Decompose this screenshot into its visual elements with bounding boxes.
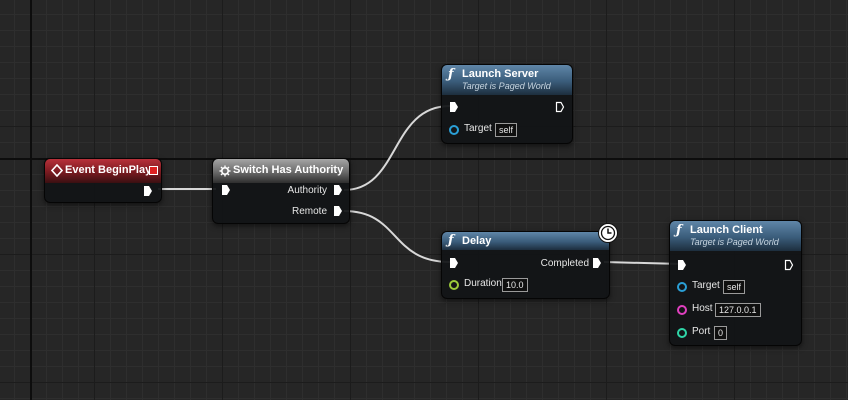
exec-out-authority-pin[interactable]: [333, 184, 343, 196]
port-int-pin[interactable]: [677, 328, 687, 338]
node-header: ƒ Launch Server Target is Paged World: [442, 65, 572, 95]
exec-in-pin[interactable]: [449, 257, 459, 269]
node-launch-server[interactable]: ƒ Launch Server Target is Paged World Ta…: [441, 64, 573, 144]
pin-label-port: Port: [692, 326, 711, 337]
host-value-field[interactable]: 127.0.0.1: [715, 303, 761, 317]
function-icon: ƒ: [448, 67, 454, 82]
pin-label-duration: Duration: [464, 278, 502, 289]
exec-out-remote-pin[interactable]: [333, 205, 343, 217]
target-object-pin[interactable]: [449, 125, 459, 135]
pin-label-authority: Authority: [287, 185, 327, 196]
gear-icon: [219, 165, 231, 177]
node-subtitle: Target is Paged World: [690, 237, 779, 247]
pin-label-target: Target: [692, 280, 720, 291]
node-event-begin-play[interactable]: Event BeginPlay: [44, 158, 162, 203]
node-title: Event BeginPlay: [65, 164, 152, 176]
exec-in-pin[interactable]: [677, 259, 687, 271]
wire-remote-to-delay[interactable]: [343, 210, 451, 263]
node-title: Launch Client: [690, 224, 763, 236]
node-header: Event BeginPlay: [45, 159, 161, 183]
pin-label-target: Target: [464, 123, 492, 134]
node-switch-has-authority[interactable]: Switch Has Authority Authority Remote: [212, 158, 350, 224]
exec-out-pin[interactable]: [784, 259, 794, 271]
node-header: Switch Has Authority: [213, 159, 349, 183]
diamond-icon: [51, 164, 63, 177]
node-header: ƒ Delay: [442, 232, 609, 250]
target-value-field[interactable]: self: [495, 123, 518, 137]
exec-out-pin[interactable]: [143, 185, 153, 197]
exec-out-pin[interactable]: [555, 101, 565, 113]
duration-value-field[interactable]: 10.0: [502, 278, 528, 292]
clock-icon: [598, 223, 618, 243]
target-value-field[interactable]: self: [723, 280, 746, 294]
port-value-field[interactable]: 0: [714, 326, 728, 340]
host-string-pin[interactable]: [677, 305, 687, 315]
duration-float-pin[interactable]: [449, 280, 459, 290]
pin-label-host: Host: [692, 303, 713, 314]
target-object-pin[interactable]: [677, 282, 687, 292]
exec-in-pin[interactable]: [449, 101, 459, 113]
function-icon: ƒ: [676, 223, 682, 238]
function-icon: ƒ: [448, 233, 454, 248]
node-delay[interactable]: ƒ Delay Completed Duration 10.0: [441, 231, 610, 299]
node-launch-client[interactable]: ƒ Launch Client Target is Paged World Ta…: [669, 220, 802, 346]
exec-in-pin[interactable]: [221, 184, 231, 196]
pin-label-remote: Remote: [291, 206, 327, 217]
grid-axis-vertical: [30, 0, 32, 400]
pin-label-completed: Completed: [540, 258, 589, 269]
exec-out-completed-pin[interactable]: [592, 257, 602, 269]
node-title: Switch Has Authority: [233, 164, 344, 176]
node-title: Launch Server: [462, 68, 539, 80]
node-title: Delay: [462, 235, 492, 247]
node-subtitle: Target is Paged World: [462, 81, 551, 91]
wire-authority-to-launch-server[interactable]: [343, 105, 451, 191]
node-header: ƒ Launch Client Target is Paged World: [670, 221, 801, 251]
delegate-pin-icon[interactable]: [149, 166, 158, 175]
